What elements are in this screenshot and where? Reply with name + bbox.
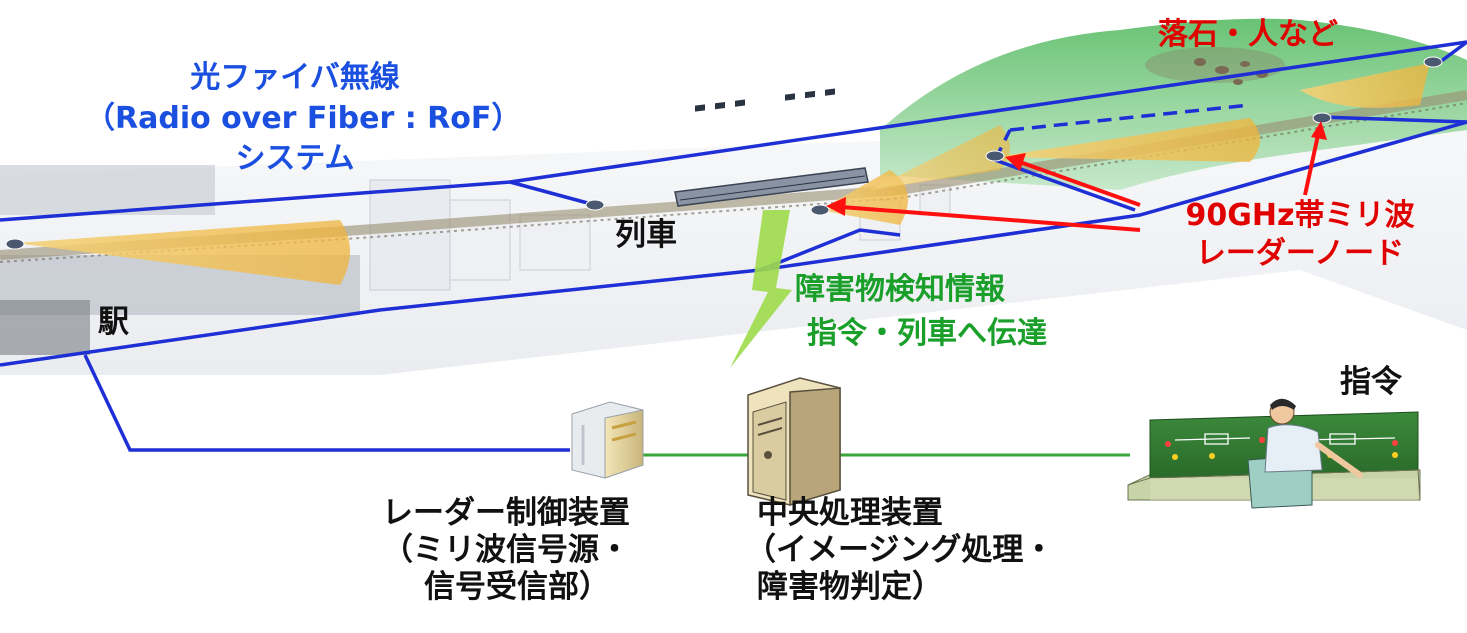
- central-processor-detail2: 障害物判定）: [757, 569, 943, 606]
- central-processor-title: 中央処理装置: [757, 495, 943, 531]
- detection-info-line2: 指令・列車へ伝達: [807, 315, 1047, 351]
- radar-node-icon: [985, 150, 1005, 162]
- central-processor-label: 中央処理装置 （イメージング処理・ 障害物判定）: [745, 495, 1054, 607]
- radar-beams: [15, 47, 1430, 285]
- radar-node-icon: [810, 204, 830, 216]
- radar-beam-tunnel: [995, 118, 1260, 162]
- radar-controller-detail2: 信号受信部）: [424, 569, 610, 606]
- rof-system-label: 光ファイバ無線 （Radio over Fiber : RoF） システム: [85, 58, 522, 180]
- train-icon: [674, 88, 869, 207]
- rof-system-subtitle: （Radio over Fiber : RoF）: [85, 100, 522, 136]
- obstacle-label: 落石・人など: [1158, 17, 1338, 52]
- rof-system-suffix: システム: [235, 141, 355, 176]
- radar-node-label-line1: 90GHz帯ミリ波: [1185, 198, 1415, 233]
- radar-beam-middle: [870, 125, 1010, 190]
- train-label: 列車: [615, 217, 677, 253]
- radar-controller-detail1: （ミリ波信号源・: [382, 532, 630, 569]
- radar-beam-far: [1300, 63, 1430, 108]
- radar-controller-label: レーダー制御装置 （ミリ波信号源・ 信号受信部）: [382, 495, 630, 607]
- radar-node-arrows: [826, 121, 1327, 232]
- station-label: 駅: [98, 304, 129, 340]
- radar-node-label: 90GHz帯ミリ波 レーダーノード: [1140, 197, 1460, 272]
- wireless-bolt-icon: [730, 210, 792, 368]
- fallen-rocks: [1194, 58, 1268, 85]
- command-label: 指令: [1340, 364, 1402, 400]
- background-scene: [0, 18, 1467, 375]
- radar-controller-title: レーダー制御装置: [382, 495, 630, 531]
- detection-info-label: 障害物検知情報 指令・列車へ伝達: [795, 268, 1047, 355]
- radar-beam-station: [15, 220, 350, 285]
- radar-node-label-line2: レーダーノード: [1195, 235, 1405, 271]
- hill: [880, 18, 1467, 190]
- radar-node-icon: [585, 199, 605, 211]
- rof-system-title: 光ファイバ無線: [190, 60, 400, 95]
- radar-node-icon: [1423, 56, 1443, 68]
- detection-info-line1: 障害物検知情報: [795, 272, 1005, 307]
- radar-node-icon: [5, 238, 25, 250]
- radar-controller-icon: [571, 401, 644, 479]
- operator-icon: [1247, 398, 1363, 509]
- central-processor-detail1: （イメージング処理・: [745, 532, 1055, 569]
- radar-nodes: [5, 56, 1443, 250]
- radar-node-icon: [1312, 112, 1332, 124]
- server-icon: [747, 377, 841, 507]
